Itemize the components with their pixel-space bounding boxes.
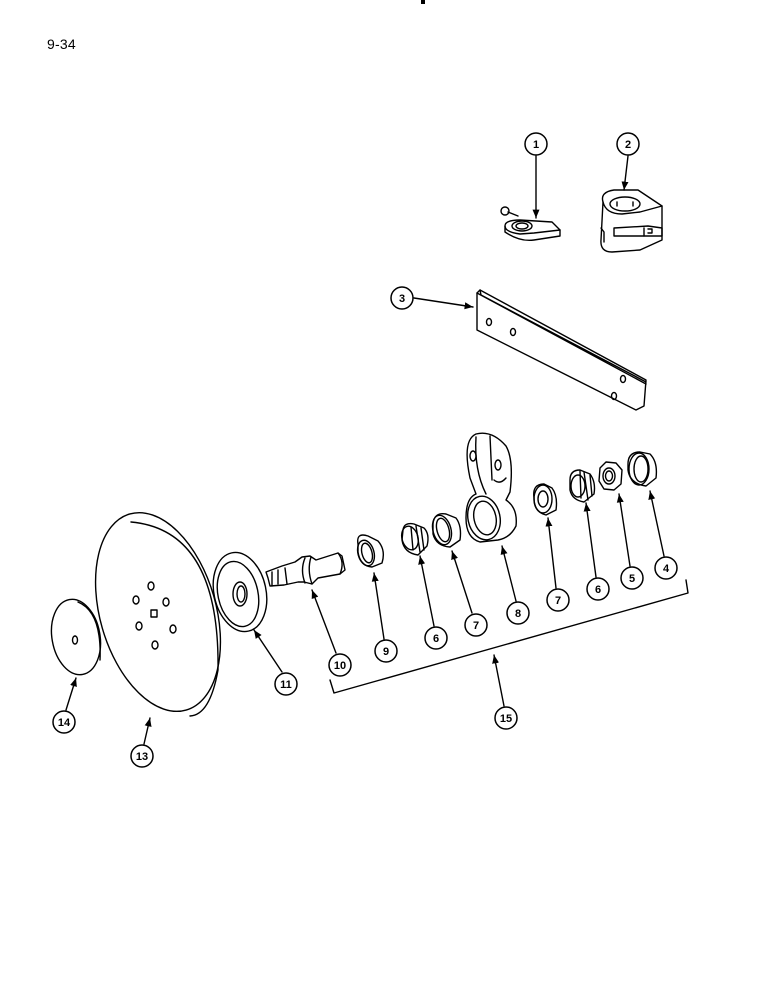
callout-bubble — [616, 132, 640, 156]
callout-bubble — [328, 653, 352, 677]
leader-arrow — [65, 677, 77, 711]
part-10-spindle — [265, 552, 346, 587]
leader-arrow — [492, 654, 505, 707]
callout-5: 5 — [616, 493, 644, 590]
part-8-hub-housing — [465, 432, 517, 543]
callout-bubble — [524, 132, 548, 156]
leader-arrow — [413, 297, 474, 310]
leader-arrow — [143, 717, 152, 745]
part-6-bearing-cone-right — [569, 469, 596, 503]
callout-1: 1 — [524, 132, 548, 219]
callout-number: 8 — [515, 608, 521, 620]
part-7-bearing-cup-right — [533, 483, 558, 516]
callout-bubble — [464, 613, 488, 637]
leader-arrow — [583, 502, 597, 578]
leader-arrow — [253, 629, 283, 673]
part-2-split-clamp — [600, 189, 663, 253]
callout-number: 7 — [555, 595, 561, 607]
leader-arrow — [371, 572, 385, 640]
callout-bubble — [274, 672, 298, 696]
callout-9: 9 — [371, 572, 398, 663]
callout-8: 8 — [500, 545, 530, 625]
part-11-flange-washer — [212, 551, 268, 633]
part-6-bearing-cone-left — [400, 522, 429, 556]
callout-10: 10 — [311, 589, 352, 677]
leader-arrow — [451, 550, 473, 614]
callout-4: 4 — [648, 490, 678, 580]
part-3-mounting-bar — [476, 289, 647, 411]
callout-number: 10 — [334, 660, 346, 672]
callout-2: 2 — [616, 132, 640, 191]
callout-number: 2 — [625, 139, 631, 151]
callout-number: 13 — [136, 751, 148, 763]
callout-group: 1 2 3 4 5 6 7 8 7 6 9 10 11 13 14 15 — [52, 132, 678, 768]
callout-bubble — [130, 744, 154, 768]
part-7-bearing-cup-left — [431, 513, 462, 548]
callout-number: 15 — [500, 713, 512, 725]
callout-bubble — [374, 639, 398, 663]
callout-bubble — [620, 566, 644, 590]
callout-bubble — [52, 710, 76, 734]
callout-bubble — [546, 588, 570, 612]
part-1-clamp-collar — [500, 206, 561, 242]
callout-6: 6 — [583, 502, 610, 601]
part-5-hex-nut — [598, 461, 623, 491]
leader-arrow — [418, 555, 435, 627]
callout-number: 5 — [629, 573, 635, 585]
leader-arrow — [500, 545, 517, 602]
callout-bubble — [390, 286, 414, 310]
leader-arrow — [311, 589, 337, 654]
callout-7: 7 — [545, 517, 570, 612]
callout-bubble — [494, 706, 518, 730]
assembly-bracket-15 — [329, 579, 689, 694]
callout-bubble — [586, 577, 610, 601]
callout-6: 6 — [418, 555, 448, 650]
leader-arrow — [648, 490, 665, 557]
leader-arrow — [621, 155, 629, 191]
callout-bubble — [506, 601, 530, 625]
callout-3: 3 — [390, 286, 474, 310]
callout-number: 6 — [433, 633, 439, 645]
callout-number: 11 — [280, 679, 292, 691]
part-4-dust-cap — [627, 451, 658, 487]
callout-number: 9 — [383, 646, 389, 658]
callout-number: 3 — [399, 293, 405, 305]
callout-bubble — [424, 626, 448, 650]
callout-14: 14 — [52, 677, 77, 734]
callout-number: 4 — [663, 563, 670, 575]
callout-bubble — [654, 556, 678, 580]
top-mark — [421, 0, 425, 4]
part-13-disc-blade — [94, 511, 222, 717]
callout-13: 13 — [130, 717, 154, 768]
callout-number: 6 — [595, 584, 601, 596]
callout-11: 11 — [253, 629, 298, 696]
callout-7: 7 — [451, 550, 488, 637]
part-14-cap-plate — [50, 598, 102, 676]
callout-number: 7 — [473, 620, 479, 632]
callout-number: 14 — [58, 717, 71, 729]
callout-15: 15 — [492, 654, 518, 730]
leader-arrow — [616, 493, 631, 567]
leader-arrow — [545, 517, 557, 589]
part-9-seal — [356, 534, 385, 568]
page-number: 9-34 — [47, 36, 76, 52]
callout-number: 1 — [533, 139, 539, 151]
